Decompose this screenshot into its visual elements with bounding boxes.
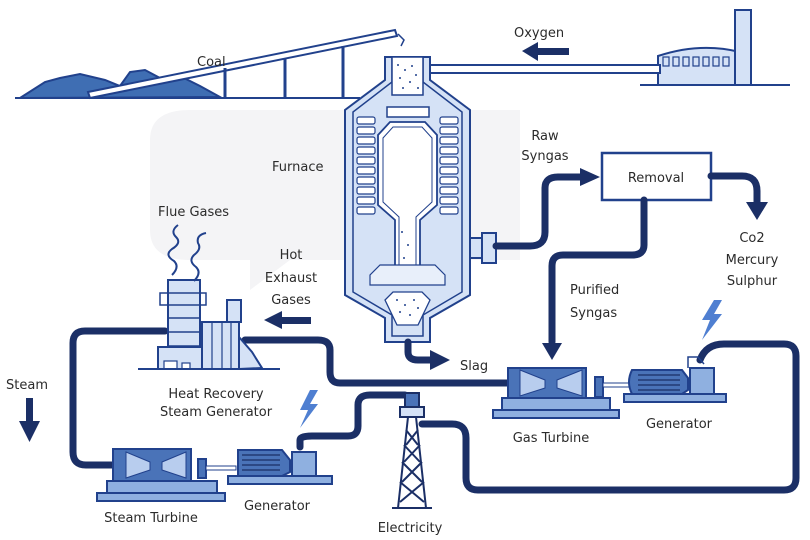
gas-turbine-label: Gas Turbine bbox=[513, 431, 590, 446]
purified-syngas-label-1: Purified bbox=[570, 283, 619, 298]
electricity-pylon bbox=[392, 392, 432, 509]
oxygen-pipe bbox=[427, 64, 661, 74]
furnace-label: Furnace bbox=[272, 160, 323, 175]
byproduct-arrow-icon bbox=[746, 202, 768, 220]
flue-gases-label: Flue Gases bbox=[158, 205, 229, 220]
hot-exhaust-label-3: Gases bbox=[271, 293, 311, 308]
byproducts-label-1: Co2 bbox=[739, 231, 764, 246]
oxygen-arrow-icon bbox=[522, 42, 569, 61]
coal-label: Coal bbox=[197, 55, 226, 70]
oxygen-label: Oxygen bbox=[514, 26, 564, 41]
slag-pipe bbox=[404, 338, 434, 364]
slag-label: Slag bbox=[460, 359, 488, 374]
gas-generator bbox=[623, 356, 727, 403]
raw-syngas-label-1: Raw bbox=[531, 129, 559, 144]
raw-syngas-label-2: Syngas bbox=[521, 149, 568, 164]
hot-exhaust-pipe bbox=[241, 336, 512, 387]
steam-generator bbox=[227, 449, 333, 485]
hot-exhaust-label-1: Hot bbox=[280, 248, 303, 263]
hot-exhaust-label-2: Exhaust bbox=[265, 271, 317, 286]
byproduct-pipe bbox=[707, 172, 761, 207]
purified-syngas-label-2: Syngas bbox=[570, 306, 617, 321]
byproducts-label-3: Sulphur bbox=[727, 274, 778, 289]
raw-syngas-arrow-icon bbox=[580, 168, 600, 186]
lightning-icon-gas bbox=[702, 300, 722, 340]
furnace bbox=[344, 56, 497, 343]
removal-label: Removal bbox=[628, 171, 684, 186]
purified-syngas-pipe bbox=[548, 196, 648, 346]
steam-pipe bbox=[69, 327, 169, 469]
steam-arrow-icon bbox=[19, 398, 40, 442]
steam-generator-power-line bbox=[296, 391, 409, 451]
coal-conveyor bbox=[86, 28, 405, 100]
removal-unit: Removal bbox=[600, 151, 713, 202]
hrsg-label-1: Heat Recovery bbox=[168, 387, 264, 402]
byproducts-label-2: Mercury bbox=[726, 253, 779, 268]
gas-turbine bbox=[492, 367, 640, 419]
raw-syngas-pipe bbox=[492, 173, 589, 250]
gas-generator-power-line bbox=[418, 340, 800, 494]
steam-turbine-label: Steam Turbine bbox=[104, 511, 198, 526]
heat-recovery-steam-generator bbox=[138, 224, 280, 371]
electricity-label: Electricity bbox=[378, 521, 443, 536]
steam-label: Steam bbox=[6, 378, 48, 393]
steam-turbine bbox=[96, 448, 237, 502]
hrsg-label-2: Steam Generator bbox=[160, 405, 273, 420]
slag-arrow-icon bbox=[430, 350, 450, 370]
steam-generator-label: Generator bbox=[244, 499, 311, 514]
hot-exhaust-arrow-icon bbox=[264, 311, 311, 329]
oxygen-plant bbox=[640, 9, 790, 86]
gas-generator-label: Generator bbox=[646, 417, 713, 432]
purified-syngas-arrow-icon bbox=[542, 343, 562, 360]
lightning-icon-steam bbox=[300, 390, 318, 428]
